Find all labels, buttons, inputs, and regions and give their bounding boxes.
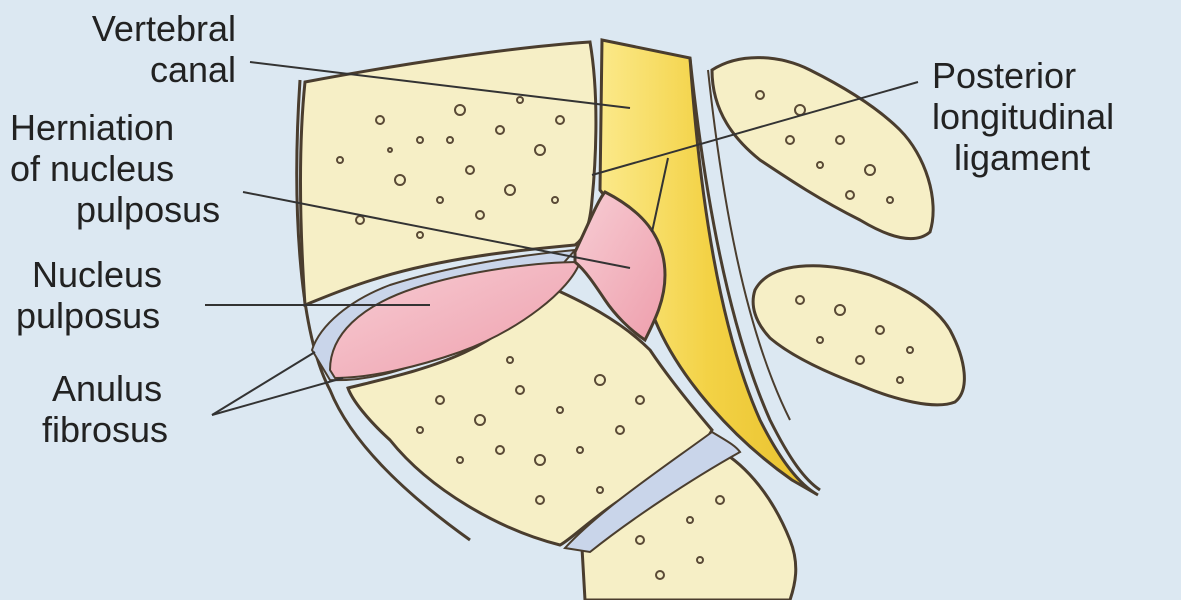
label-herniation-line2: of nucleus (10, 148, 220, 189)
label-herniation: Herniation of nucleus pulposus (10, 107, 220, 230)
label-nucleus-pulposus-line2: pulposus (16, 295, 162, 336)
label-herniation-line1: Herniation (10, 107, 220, 148)
label-posterior-ligament-line2: longitudinal (932, 96, 1114, 137)
label-herniation-line3: pulposus (10, 189, 220, 230)
label-anulus-fibrosus: Anulus fibrosus (42, 368, 168, 450)
label-nucleus-pulposus-line1: Nucleus (32, 254, 162, 295)
lower-spinous-process (753, 266, 964, 405)
label-vertebral-canal-line1: Vertebral (92, 8, 236, 49)
leader-anulus-1 (212, 352, 315, 415)
label-anulus-fibrosus-line1: Anulus (42, 368, 168, 409)
label-anulus-fibrosus-line2: fibrosus (42, 409, 168, 450)
label-vertebral-canal-line2: canal (92, 49, 236, 90)
leader-anulus-2 (212, 378, 343, 415)
label-posterior-ligament-line3: ligament (932, 137, 1114, 178)
upper-spinous-process (712, 58, 933, 239)
label-nucleus-pulposus: Nucleus pulposus (32, 254, 162, 336)
label-posterior-ligament-line1: Posterior (932, 55, 1114, 96)
label-posterior-ligament: Posterior longitudinal ligament (932, 55, 1114, 178)
label-vertebral-canal: Vertebral canal (92, 8, 236, 90)
